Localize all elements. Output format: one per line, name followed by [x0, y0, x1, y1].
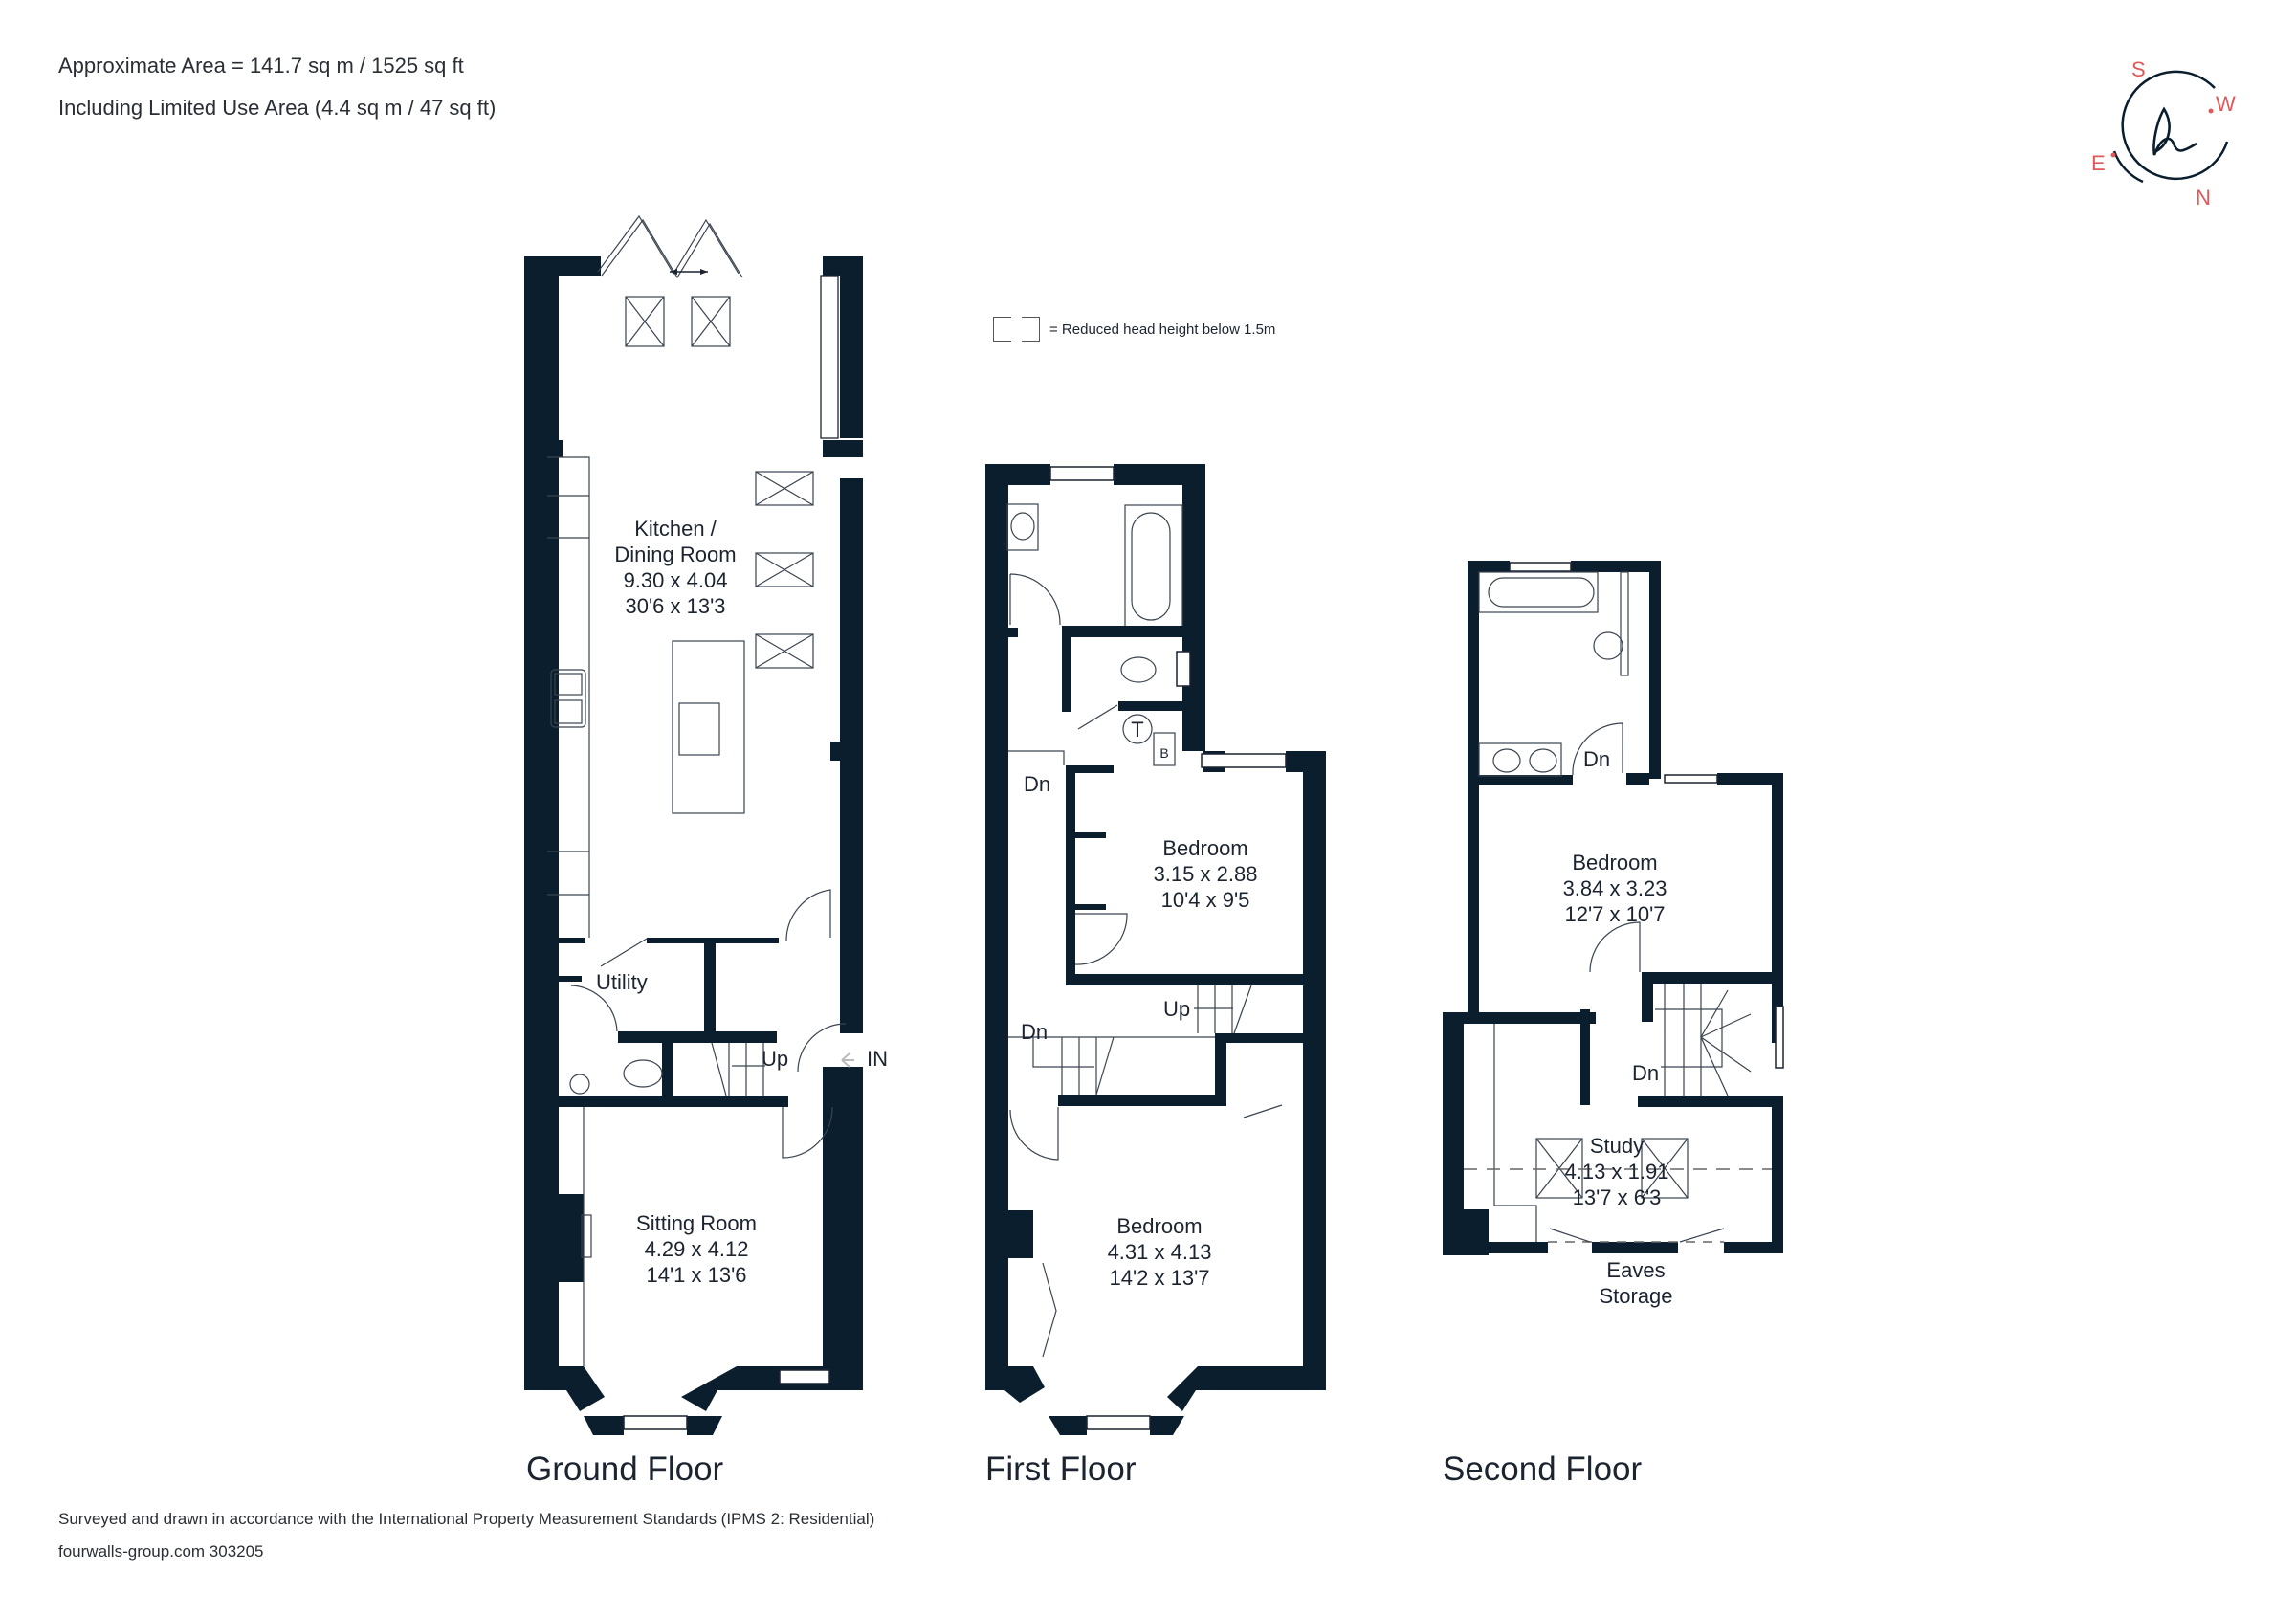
tank-label: T [1131, 718, 1143, 742]
compass-north: N [2196, 186, 2211, 210]
study-name: Study [1590, 1134, 1644, 1158]
sitting-room-name: Sitting Room [636, 1211, 757, 1235]
first-stairs-up-label: Up [1163, 997, 1190, 1021]
utility-name: Utility [596, 970, 648, 994]
reference-code: fourwalls-group.com 303205 [58, 1542, 264, 1561]
sitting-room-imperial: 14'1 x 13'6 [646, 1263, 746, 1287]
bedroom-3-metric: 3.84 x 3.23 [1563, 876, 1667, 900]
bedroom-2-metric: 4.31 x 4.13 [1108, 1240, 1212, 1264]
ground-stairs-up-label: Up [762, 1047, 788, 1071]
kitchen-name-2: Dining Room [614, 542, 736, 566]
bedroom-2-imperial: 14'2 x 13'7 [1109, 1266, 1209, 1290]
eaves-storage-name: Eaves [1606, 1258, 1665, 1282]
kitchen-imperial: 30'6 x 13'3 [625, 594, 725, 618]
compass-south: S [2131, 57, 2146, 81]
bedroom-1-name: Bedroom [1162, 836, 1247, 860]
ground-floor-plan: Up IN Kitchen / Dining Room 9.30 x 4.04 … [524, 214, 888, 1435]
second-stairs-down-label-2: Dn [1632, 1061, 1659, 1085]
first-stairs-down-label-2: Dn [1021, 1020, 1048, 1044]
sitting-room-metric: 4.29 x 4.12 [645, 1237, 749, 1261]
kitchen-name: Kitchen / [634, 517, 717, 541]
second-floor-plan: Dn Bedroom 3.84 x 3.23 12'7 x 10'7 Dn St… [1443, 561, 1784, 1308]
second-stairs-down-label: Dn [1583, 747, 1610, 771]
first-stairs-down-label: Dn [1024, 772, 1050, 796]
reduced-head-height-icon [993, 317, 1011, 342]
first-floor-label: First Floor [985, 1450, 1137, 1488]
limited-use-area-text: Including Limited Use Area (4.4 sq m / 4… [58, 96, 497, 120]
bedroom-1-imperial: 10'4 x 9'5 [1161, 888, 1250, 912]
first-floor-plan: T B Dn Bedroom 3.15 x 2.88 10'4 x 9'5 Up… [985, 464, 1326, 1435]
entrance-arrow-icon [841, 1052, 854, 1068]
compass-east: E [2091, 151, 2106, 175]
approximate-area-text: Approximate Area = 141.7 sq m / 1525 sq … [58, 54, 464, 77]
bedroom-3-name: Bedroom [1572, 851, 1657, 874]
kitchen-metric: 9.30 x 4.04 [624, 568, 728, 592]
reduced-head-height-icon-right [1022, 317, 1040, 342]
eaves-storage-name-2: Storage [1599, 1284, 1672, 1308]
boiler-label: B [1159, 745, 1168, 761]
logo-h-glyph [2152, 106, 2197, 156]
ground-floor-label: Ground Floor [526, 1450, 724, 1488]
compass-west: W [2216, 92, 2236, 116]
compass-logo: S W E N [2091, 57, 2236, 210]
bedroom-1-metric: 3.15 x 2.88 [1154, 862, 1258, 886]
study-imperial: 13'7 x 6'3 [1573, 1185, 1662, 1209]
bedroom-3-imperial: 12'7 x 10'7 [1564, 902, 1665, 926]
standards-note: Surveyed and drawn in accordance with th… [58, 1510, 875, 1528]
study-metric: 4.13 x 1.91 [1565, 1160, 1669, 1184]
legend-text: = Reduced head height below 1.5m [1049, 321, 1276, 338]
bedroom-2-name: Bedroom [1116, 1214, 1202, 1238]
entrance-label: IN [867, 1047, 888, 1071]
second-floor-label: Second Floor [1443, 1450, 1643, 1488]
